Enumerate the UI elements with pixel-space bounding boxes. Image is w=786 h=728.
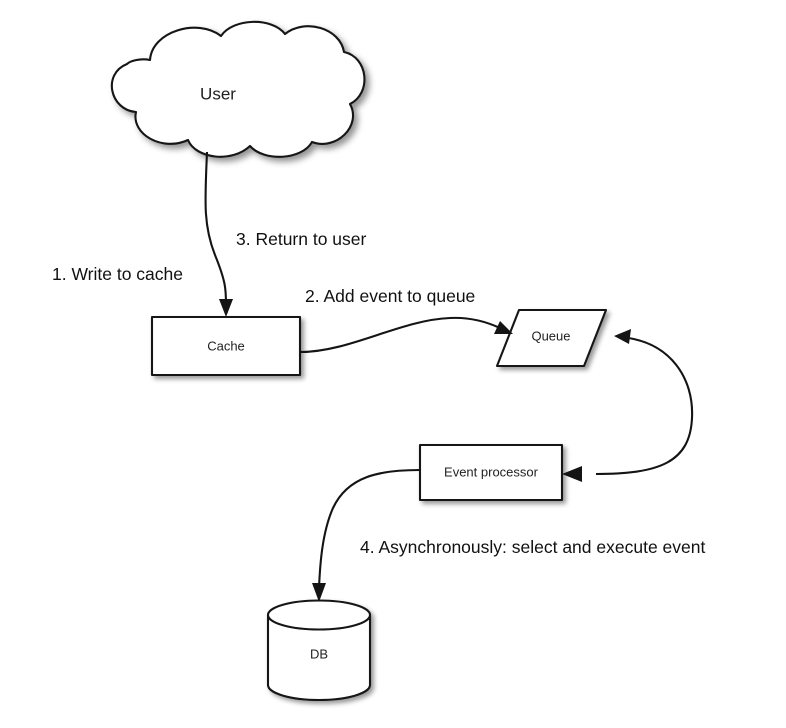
- edge-processor-to-queue: [595, 329, 694, 476]
- node-event-processor[interactable]: Event processor: [418, 443, 564, 502]
- node-cache[interactable]: Cache: [150, 315, 302, 377]
- edge-label-step-3: 3. Return to user: [236, 229, 367, 249]
- edge-queue-to-processor: [562, 466, 582, 482]
- node-label-queue: Queue: [531, 328, 570, 343]
- node-db[interactable]: DB: [266, 599, 372, 702]
- node-label-event-processor: Event processor: [444, 464, 539, 479]
- edge-label-step-2: 2. Add event to queue: [305, 286, 475, 306]
- node-label-db: DB: [310, 646, 328, 661]
- edge-cache-to-queue: [299, 316, 513, 354]
- node-label-cache: Cache: [207, 338, 245, 353]
- edge-label-step-1: 1. Write to cache: [52, 264, 183, 284]
- node-label-user: User: [200, 84, 236, 103]
- node-queue[interactable]: Queue: [495, 308, 608, 368]
- edge-processor-to-db: [312, 468, 421, 602]
- edge-label-step-4: 4. Asynchronously: select and execute ev…: [360, 537, 705, 557]
- node-user[interactable]: User: [110, 20, 366, 158]
- edge-user-to-cache: [204, 151, 233, 317]
